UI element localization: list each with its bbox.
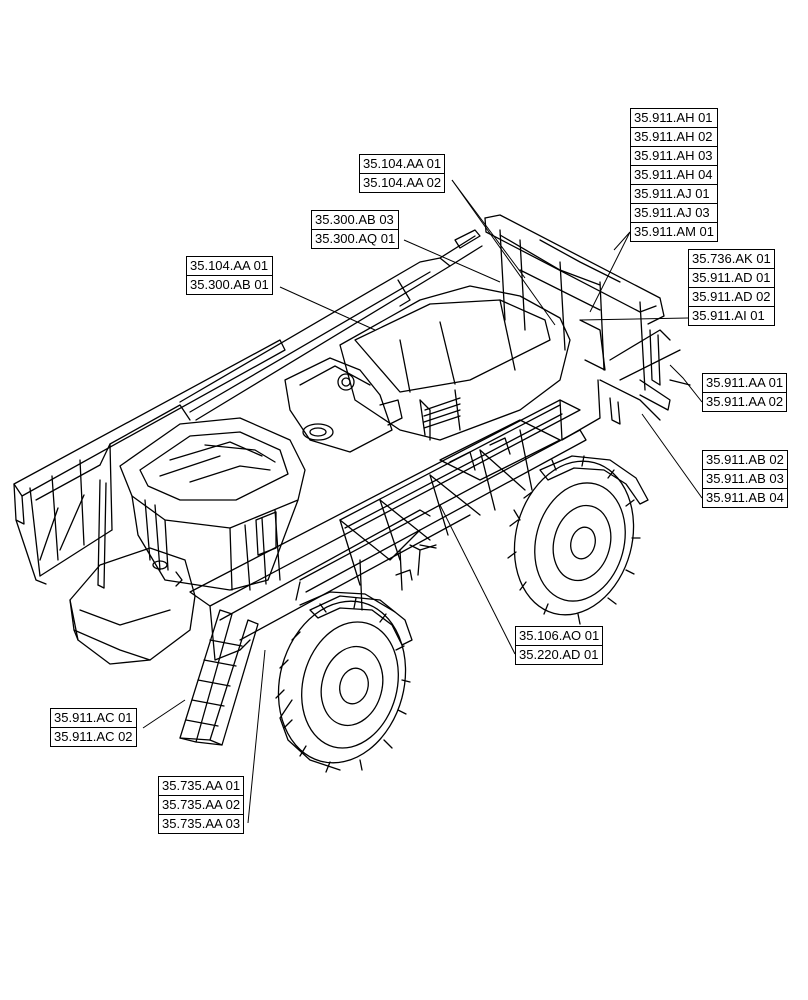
callout-left-lower: 35.911.AC 01 35.911.AC 02 xyxy=(50,708,137,747)
callout-right-mid: 35.911.AA 01 35.911.AA 02 xyxy=(702,373,788,412)
callout-mid-left: 35.104.AA 01 35.300.AB 01 xyxy=(186,256,273,295)
ref-label: 35.735.AA 01 xyxy=(159,777,244,796)
cab xyxy=(119,417,306,591)
ref-label: 35.300.AQ 01 xyxy=(315,231,396,246)
front-fender xyxy=(309,595,413,646)
rear-details xyxy=(295,379,691,601)
leader-top-mid xyxy=(451,179,556,326)
callout-center-lower: 35.106.AO 01 35.220.AD 01 xyxy=(515,626,604,665)
leader-center-lower xyxy=(439,504,516,655)
ref-label: 35.911.AD 01 xyxy=(689,269,774,288)
ref-label: 35.911.AI 01 xyxy=(692,308,765,323)
callout-right-lower: 35.911.AB 02 35.911.AB 03 35.911.AB 04 xyxy=(702,450,788,508)
rear-fender xyxy=(539,455,649,505)
leader-right-lower xyxy=(641,413,703,499)
ref-label: 35.735.AA 03 xyxy=(162,816,241,831)
callout-bottom-left: 35.735.AA 01 35.735.AA 02 35.735.AA 03 xyxy=(158,776,245,834)
ref-label: 35.300.AB 01 xyxy=(190,277,269,292)
ref-label: 35.911.AH 02 xyxy=(631,128,717,147)
main-tank xyxy=(339,285,571,441)
callout-mid-left-upper: 35.300.AB 03 35.300.AQ 01 xyxy=(311,210,400,249)
leader-top-mid-2 xyxy=(451,179,526,279)
rear-boom-rack xyxy=(484,214,681,411)
ref-label: 35.911.AM 01 xyxy=(634,224,714,239)
ref-label: 35.911.AC 02 xyxy=(54,729,133,744)
leader-right-upper xyxy=(579,317,689,321)
leader-top-right xyxy=(589,231,631,313)
leader-mid-left xyxy=(279,286,376,331)
ref-label: 35.911.AA 02 xyxy=(706,394,784,409)
callout-top-mid: 35.104.AA 01 35.104.AA 02 xyxy=(359,154,446,193)
ref-label: 35.911.AB 03 xyxy=(703,470,787,489)
ref-label: 35.735.AA 02 xyxy=(159,796,244,815)
ref-label: 35.911.AJ 01 xyxy=(631,185,717,204)
ref-label: 35.104.AA 01 xyxy=(360,155,445,174)
ref-label: 35.911.AB 02 xyxy=(703,451,787,470)
ref-label: 35.220.AD 01 xyxy=(519,647,599,662)
ref-label: 35.911.AH 04 xyxy=(631,166,717,185)
ref-label: 35.911.AH 01 xyxy=(631,109,717,128)
ref-label: 35.911.AD 02 xyxy=(689,288,774,307)
leader-mid-left-upper xyxy=(403,239,501,283)
ref-label: 35.911.AA 01 xyxy=(703,374,787,393)
ref-label: 35.911.AB 04 xyxy=(706,490,784,505)
leader-lines xyxy=(142,179,703,824)
leader-left-lower xyxy=(142,699,186,729)
ref-label: 35.911.AC 01 xyxy=(51,709,136,728)
ref-label: 35.104.AA 02 xyxy=(363,175,442,190)
leader-right-mid xyxy=(669,364,703,403)
ref-label: 35.104.AA 01 xyxy=(187,257,272,276)
leader-top-right-2 xyxy=(613,231,631,251)
front-wheel xyxy=(275,591,411,773)
callout-right-upper: 35.736.AK 01 35.911.AD 01 35.911.AD 02 3… xyxy=(688,249,775,326)
ref-label: 35.300.AB 03 xyxy=(312,211,399,230)
engine-deck xyxy=(284,357,403,453)
leader-bottom-left xyxy=(247,649,266,824)
ref-label: 35.106.AO 01 xyxy=(516,627,603,646)
ref-label: 35.911.AH 03 xyxy=(631,147,717,166)
front-hood xyxy=(69,547,196,665)
callout-top-right: 35.911.AH 01 35.911.AH 02 35.911.AH 03 3… xyxy=(630,108,718,242)
ref-label: 35.736.AK 01 xyxy=(689,250,774,269)
ref-label: 35.911.AJ 03 xyxy=(631,204,717,223)
ladder xyxy=(179,609,259,746)
